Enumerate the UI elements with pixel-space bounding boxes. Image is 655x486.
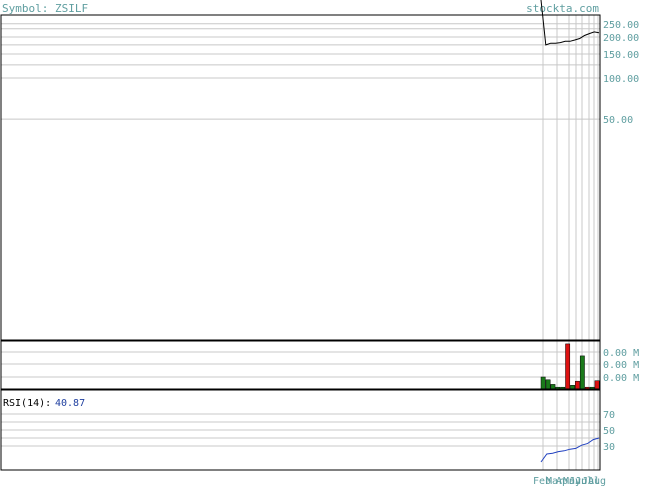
- x-tick-label: Aug: [588, 476, 606, 486]
- vol-tick-label: 0.00 M: [603, 360, 639, 371]
- price-panel: 250.00 200.00 150.00 100.00 50.00: [0, 0, 639, 341]
- volume-bar: [594, 380, 600, 390]
- price-series-line: [540, 0, 600, 46]
- price-tick-label: 200.00: [603, 33, 639, 44]
- price-tick-label: 100.00: [603, 74, 639, 85]
- volume-bar: [540, 376, 546, 390]
- volume-bar: [545, 379, 551, 390]
- rsi-frame: [0, 389, 601, 471]
- x-tick-label: May: [563, 476, 581, 486]
- rsi-label: RSI(14):: [3, 398, 51, 409]
- volume-bar: [570, 385, 575, 390]
- rsi-tick-label: 70: [603, 410, 615, 421]
- x-tick-label: Mar: [546, 476, 564, 486]
- rsi-tick-label: 50: [603, 426, 615, 437]
- x-tick-label: Apr: [556, 476, 574, 486]
- rsi-value: 40.87: [55, 398, 85, 409]
- price-tick-label: 150.00: [603, 50, 639, 61]
- volume-bar: [579, 355, 585, 390]
- price-frame: [0, 14, 601, 341]
- price-tick-label: 50.00: [603, 115, 633, 126]
- volume-bar: [575, 380, 580, 390]
- x-tick-label: Jun: [569, 476, 587, 486]
- x-tick-label: Jul: [575, 476, 593, 486]
- rsi-series-line: [540, 437, 600, 463]
- volume-panel: 0.00 M0.00 M0.00 M: [0, 340, 639, 390]
- volume-bar: [565, 343, 571, 390]
- x-tick-label: Feb: [533, 476, 551, 486]
- symbol-label: Symbol: ZSILF: [2, 2, 88, 15]
- site-label: stockta.com: [526, 2, 599, 15]
- volume-frame: [0, 340, 601, 390]
- volume-bar: [550, 384, 556, 390]
- price-tick-label: 250.00: [603, 20, 639, 31]
- vol-tick-label: 0.00 M: [603, 348, 639, 359]
- rsi-panel: RSI(14): 40.87 70 50 30: [0, 389, 615, 471]
- rsi-tick-label: 30: [603, 442, 615, 453]
- vol-tick-label: 0.00 M: [603, 373, 639, 384]
- x-tick-label: Jul: [582, 476, 600, 486]
